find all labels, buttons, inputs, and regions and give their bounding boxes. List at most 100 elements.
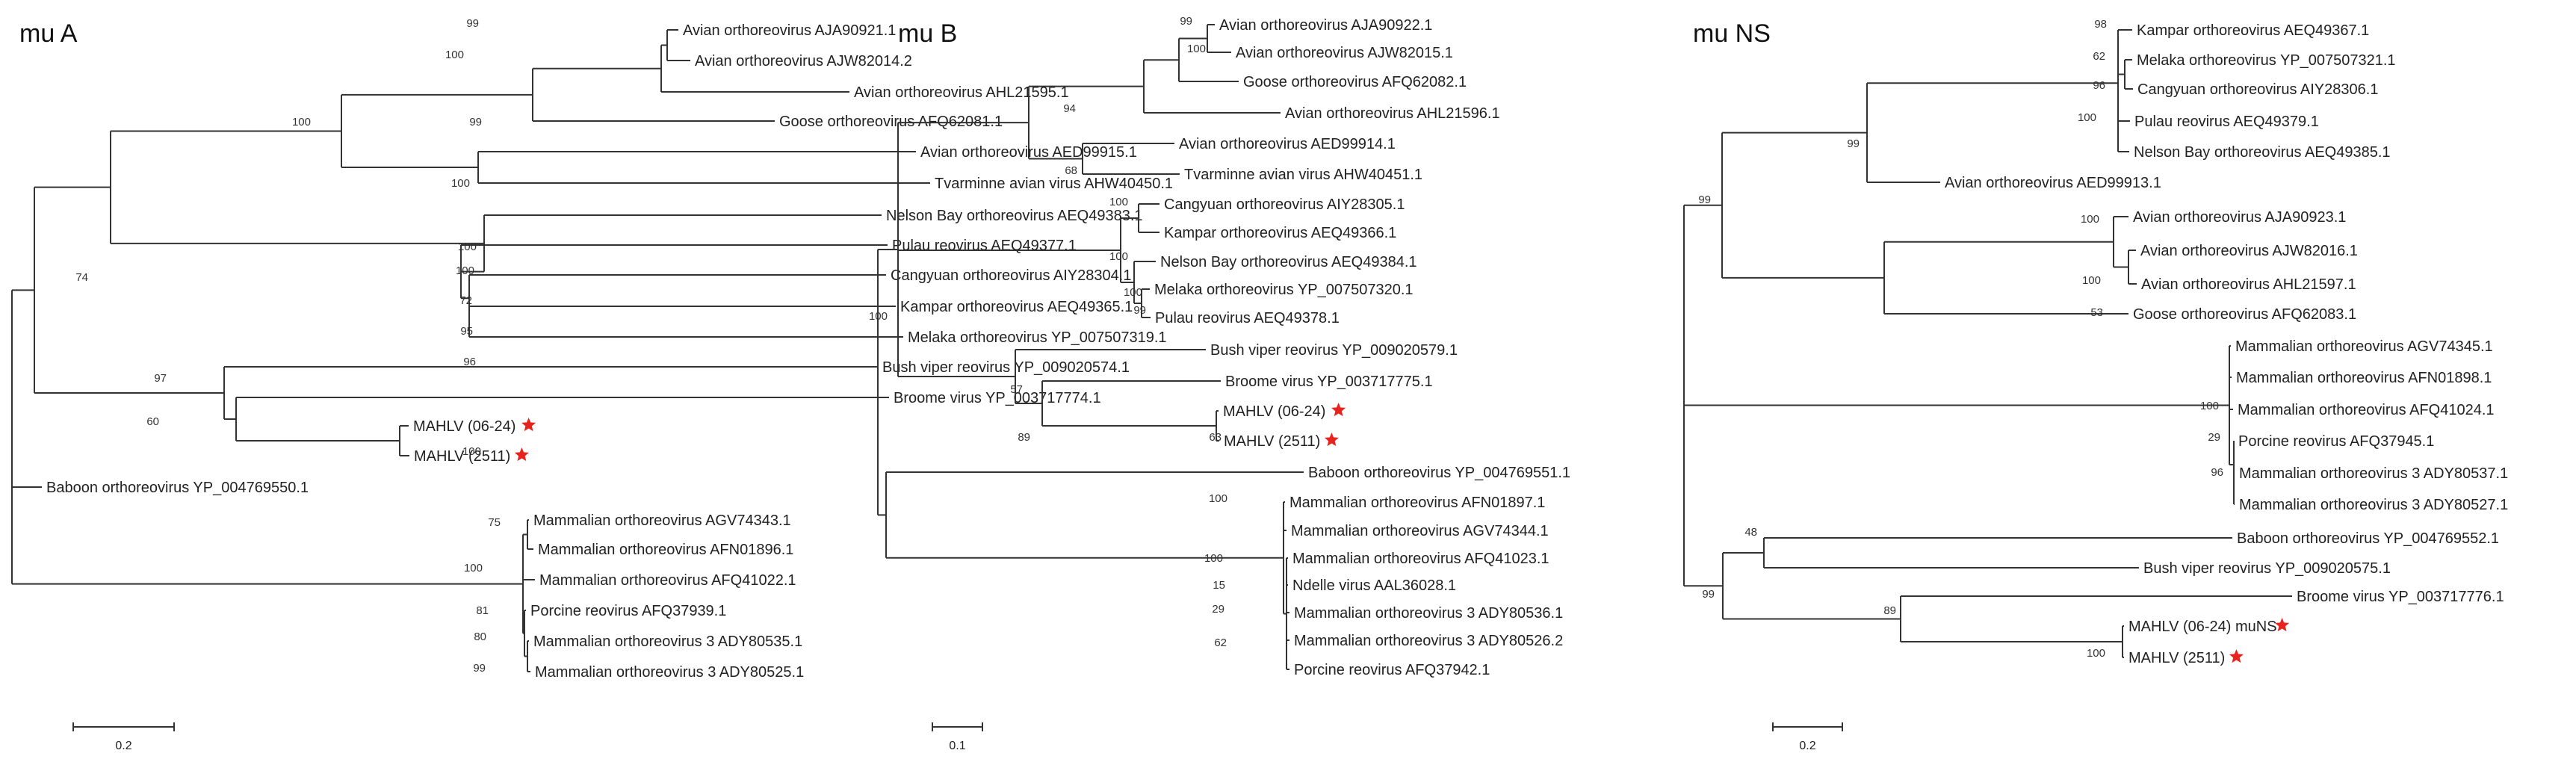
bootstrap-value: 98 <box>2094 18 2107 31</box>
tip-label: MAHLV (2511) <box>2128 650 2225 666</box>
tip-label: Mammalian orthoreovirus AFN01897.1 <box>1289 495 1545 511</box>
tip-label: Pulau reovirus AEQ49377.1 <box>892 238 1077 254</box>
tip-label: Mammalian orthoreovirus AGV74345.1 <box>2235 338 2493 355</box>
tip-label: Goose orthoreovirus AFQ62082.1 <box>1243 74 1467 90</box>
tip-label: Kampar orthoreovirus AEQ49365.1 <box>900 299 1133 315</box>
tip-label: MAHLV (06-24) <box>413 418 515 435</box>
bootstrap-value: 99 <box>473 662 486 675</box>
star-icon <box>2229 649 2244 663</box>
tip-label: Bush viper reovirus YP_009020579.1 <box>1210 342 1458 359</box>
star-icon <box>1324 433 1339 447</box>
bootstrap-value: 75 <box>488 516 501 529</box>
tip-label: Mammalian orthoreovirus AFQ41023.1 <box>1292 551 1549 567</box>
tip-label: Mammalian orthoreovirus AFQ41024.1 <box>2238 402 2495 418</box>
tip-label: MAHLV (06-24) muNS <box>2128 619 2277 635</box>
tip-label: Kampar orthoreovirus AEQ49367.1 <box>2137 22 2369 39</box>
tip-label: Avian orthoreovirus AHL21596.1 <box>1285 105 1500 122</box>
tip-label: MAHLV (06-24) <box>1223 403 1325 420</box>
bootstrap-value: 62 <box>1214 636 1227 649</box>
bootstrap-value: 99 <box>1698 193 1711 206</box>
tip-label: Tvarminne avian virus AHW40450.1 <box>935 176 1173 192</box>
bootstrap-value: 100 <box>456 264 474 277</box>
bootstrap-value: 99 <box>1180 15 1192 28</box>
bootstrap-value: 63 <box>1209 431 1222 444</box>
tip-label: MAHLV (2511) <box>414 448 510 465</box>
bootstrap-value: 100 <box>451 177 470 190</box>
bootstrap-value: 94 <box>1063 102 1076 115</box>
bootstrap-value: 100 <box>1109 196 1128 208</box>
bootstrap-value: 100 <box>2082 274 2101 287</box>
tip-label: Mammalian orthoreovirus 3 ADY80536.1 <box>1294 605 1563 622</box>
tip-label: Avian orthoreovirus AJW82016.1 <box>2140 243 2358 259</box>
tip-label: Goose orthoreovirus AFQ62081.1 <box>779 114 1003 130</box>
bootstrap-value: 57 <box>1010 383 1023 396</box>
star-icon <box>2275 618 2290 632</box>
bootstrap-value: 96 <box>2093 79 2105 92</box>
bootstrap-value: 60 <box>146 415 159 428</box>
bootstrap-value: 100 <box>445 49 464 61</box>
tip-label: Avian orthoreovirus AJW82014.2 <box>695 53 912 69</box>
bootstrap-value: 100 <box>1209 492 1227 505</box>
tip-label: Baboon orthoreovirus YP_004769551.1 <box>1308 465 1570 481</box>
bootstrap-value: 80 <box>474 631 486 643</box>
bootstrap-value: 100 <box>458 241 477 253</box>
bootstrap-value: 100 <box>2078 111 2096 124</box>
tip-label: Porcine reovirus AFQ37942.1 <box>1294 662 1490 678</box>
star-icon <box>521 418 536 432</box>
tip-label: Mammalian orthoreovirus AFQ41022.1 <box>539 572 796 589</box>
tip-label: Mammalian orthoreovirus AGV74344.1 <box>1291 523 1549 539</box>
bootstrap-value: 99 <box>1702 588 1715 601</box>
tip-label: Avian orthoreovirus AHL21597.1 <box>2141 276 2356 293</box>
star-icon <box>514 447 529 462</box>
panel-title: mu B <box>898 19 957 48</box>
tip-label: Kampar orthoreovirus AEQ49366.1 <box>1164 225 1396 241</box>
tip-label: MAHLV (2511) <box>1224 433 1320 450</box>
bootstrap-value: 68 <box>1065 164 1077 177</box>
star-icon <box>1331 403 1346 417</box>
bootstrap-value: 62 <box>2093 50 2105 63</box>
tip-label: Cangyuan orthoreovirus AIY28305.1 <box>1164 196 1405 213</box>
bootstrap-value: 99 <box>466 17 479 30</box>
tip-label: Avian orthoreovirus AED99913.1 <box>1945 175 2161 191</box>
bootstrap-value: 53 <box>2090 306 2103 319</box>
tip-label: Mammalian orthoreovirus 3 ADY80526.2 <box>1294 633 1563 649</box>
bootstrap-value: 72 <box>459 294 472 307</box>
bootstrap-value: 81 <box>476 604 489 617</box>
tip-label: Mammalian orthoreovirus 3 ADY80527.1 <box>2239 497 2508 513</box>
bootstrap-value: 74 <box>75 271 88 284</box>
tip-label: Cangyuan orthoreovirus AIY28304.1 <box>891 267 1131 284</box>
bootstrap-value: 96 <box>463 356 476 368</box>
tip-label: Avian orthoreovirus AED99914.1 <box>1179 136 1396 152</box>
scale-bar-label: 0.1 <box>949 740 965 752</box>
tip-label: Cangyuan orthoreovirus AIY28306.1 <box>2137 81 2378 98</box>
tip-label: Ndelle virus AAL36028.1 <box>1292 577 1456 594</box>
bootstrap-value: 100 <box>2200 400 2219 412</box>
bootstrap-value: 99 <box>1133 304 1146 317</box>
tip-label: Mammalian orthoreovirus AGV74343.1 <box>533 512 791 529</box>
bootstrap-value: 100 <box>462 445 481 458</box>
tip-label: Goose orthoreovirus AFQ62083.1 <box>2133 306 2356 323</box>
scale-bar-label: 0.2 <box>1799 740 1815 752</box>
tip-label: Bush viper reovirus YP_009020574.1 <box>882 359 1130 376</box>
bootstrap-value: 99 <box>469 116 482 128</box>
bootstrap-value: 15 <box>1213 579 1225 592</box>
tip-label: Baboon orthoreovirus YP_004769550.1 <box>46 480 309 496</box>
bootstrap-value: 100 <box>1204 552 1223 565</box>
tip-label: Melaka orthoreovirus YP_007507321.1 <box>2137 52 2396 69</box>
bootstrap-value: 99 <box>1847 137 1860 150</box>
tip-label: Pulau reovirus AEQ49379.1 <box>2134 114 2319 130</box>
tip-label: Mammalian orthoreovirus AFN01898.1 <box>2236 370 2492 386</box>
tip-label: Baboon orthoreovirus YP_004769552.1 <box>2237 530 2499 547</box>
bootstrap-value: 48 <box>1744 526 1757 539</box>
tip-label: Porcine reovirus AFQ37945.1 <box>2238 433 2434 450</box>
bootstrap-value: 100 <box>292 116 311 128</box>
tip-label: Mammalian orthoreovirus 3 ADY80525.1 <box>535 664 804 681</box>
bootstrap-value: 100 <box>1124 286 1142 299</box>
bootstrap-value: 100 <box>2081 213 2099 226</box>
bootstrap-value: 29 <box>2208 431 2220 444</box>
panel-title: mu A <box>19 19 78 48</box>
